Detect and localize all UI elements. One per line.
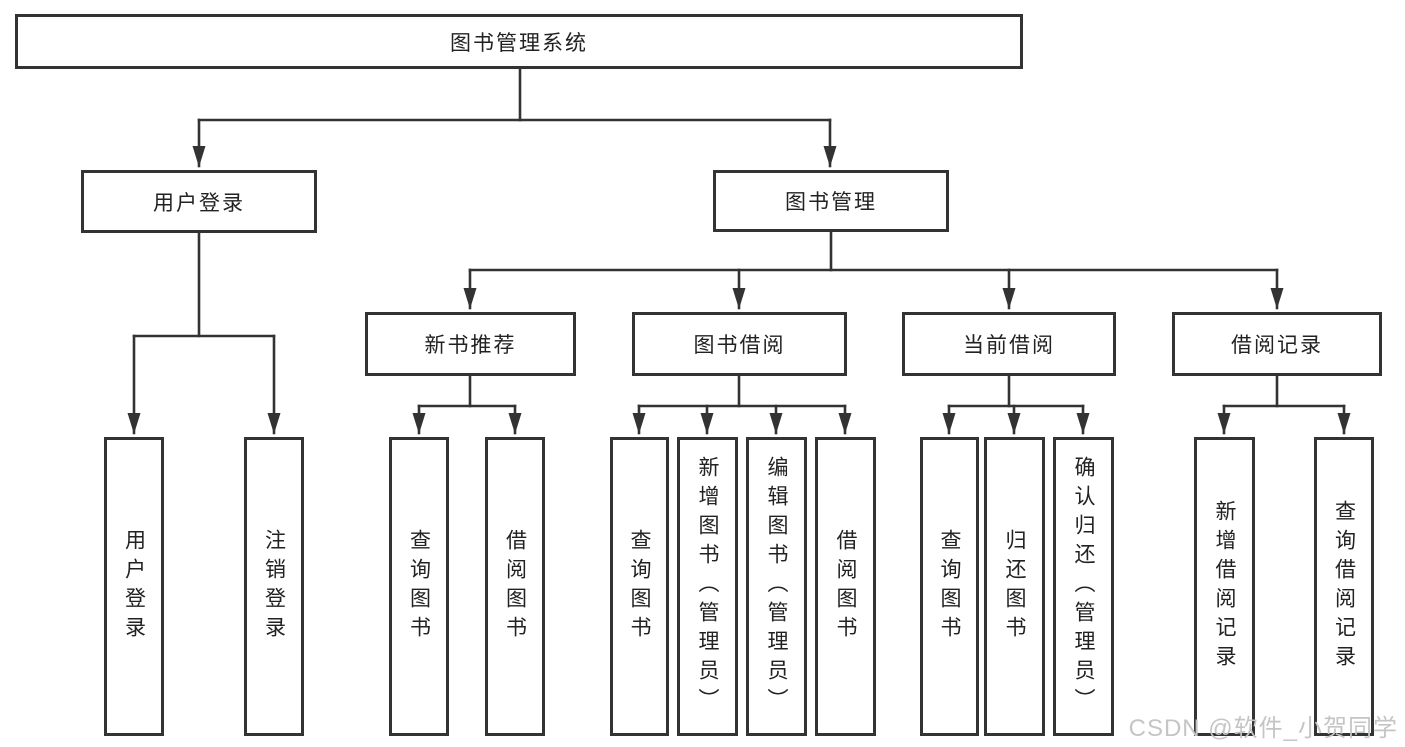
node-leaf-borrow-books: 借阅图书 <box>815 437 876 736</box>
node-leaf-query-books-borrow: 查询图书 <box>610 437 669 736</box>
watermark-text: CSDN @软件_小贺同学 <box>1128 715 1398 742</box>
node-leaf-borrow-books-label: 借阅图书 <box>834 528 857 645</box>
node-root-label: 图书管理系统 <box>450 31 588 55</box>
node-current-borrow: 当前借阅 <box>902 312 1116 376</box>
node-leaf-logout: 注销登录 <box>244 437 304 736</box>
node-leaf-add-book-admin-label: 新增图书（管理员） <box>696 456 719 717</box>
node-book-management-label: 图书管理 <box>785 191 877 214</box>
node-leaf-add-book-admin: 新增图书（管理员） <box>677 437 738 736</box>
node-leaf-logout-label: 注销登录 <box>262 528 286 645</box>
node-user-login: 用户登录 <box>81 170 317 233</box>
node-leaf-confirm-return-admin: 确认归还（管理员） <box>1053 437 1114 736</box>
node-leaf-user-login-label: 用户登录 <box>122 528 146 645</box>
node-leaf-user-login: 用户登录 <box>104 437 164 736</box>
node-leaf-query-books-recommend-label: 查询图书 <box>407 528 431 645</box>
node-leaf-borrow-books-recommend: 借阅图书 <box>485 437 545 736</box>
node-current-borrow-label: 当前借阅 <box>963 334 1055 357</box>
node-new-book-recommend-label: 新书推荐 <box>424 334 517 357</box>
node-borrow-records-label: 借阅记录 <box>1231 334 1323 357</box>
node-leaf-add-borrow-record: 新增借阅记录 <box>1194 437 1255 736</box>
node-leaf-return-book: 归还图书 <box>984 437 1045 736</box>
node-leaf-query-books-current-label: 查询图书 <box>938 528 961 645</box>
node-leaf-add-borrow-record-label: 新增借阅记录 <box>1213 499 1236 674</box>
node-borrow-records: 借阅记录 <box>1172 312 1382 376</box>
node-leaf-query-borrow-record-label: 查询借阅记录 <box>1332 499 1356 674</box>
node-leaf-borrow-books-recommend-label: 借阅图书 <box>503 528 527 645</box>
node-leaf-query-books-current: 查询图书 <box>920 437 979 736</box>
node-leaf-edit-book-admin: 编辑图书（管理员） <box>746 437 807 736</box>
node-leaf-query-borrow-record: 查询借阅记录 <box>1314 437 1374 736</box>
node-book-management: 图书管理 <box>713 170 949 232</box>
node-leaf-return-book-label: 归还图书 <box>1003 528 1026 645</box>
node-book-borrow: 图书借阅 <box>632 312 847 376</box>
node-leaf-query-books-borrow-label: 查询图书 <box>628 528 651 645</box>
node-user-login-label: 用户登录 <box>153 191 245 215</box>
node-leaf-query-books-recommend: 查询图书 <box>389 437 449 736</box>
node-root: 图书管理系统 <box>15 14 1023 69</box>
node-book-borrow-label: 图书借阅 <box>693 334 786 357</box>
node-leaf-confirm-return-admin-label: 确认归还（管理员） <box>1072 456 1095 717</box>
node-new-book-recommend: 新书推荐 <box>365 312 576 376</box>
node-leaf-edit-book-admin-label: 编辑图书（管理员） <box>765 456 788 717</box>
